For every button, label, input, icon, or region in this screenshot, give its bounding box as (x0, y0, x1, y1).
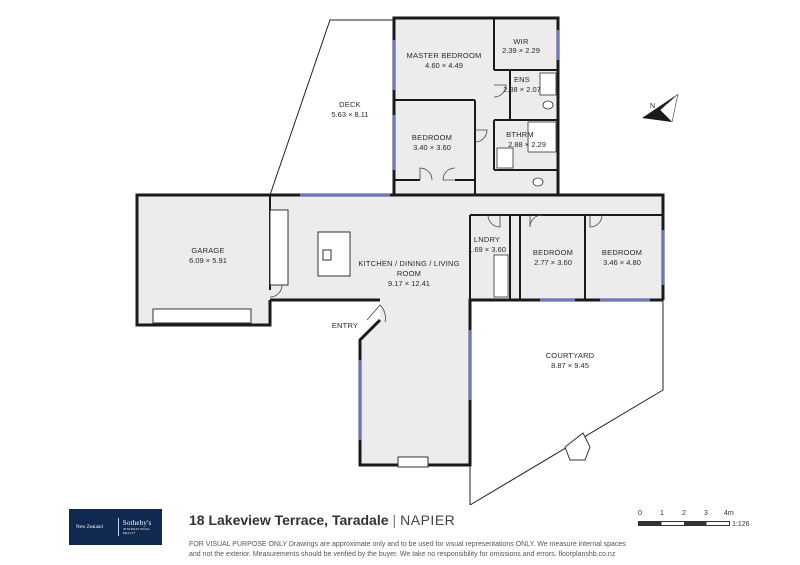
door-swing (589, 214, 603, 228)
door-swing (474, 129, 488, 143)
entry-door-swing (366, 304, 386, 323)
room-name: ENS (514, 75, 530, 84)
logo-divider (117, 518, 119, 536)
courtyard-feature (564, 432, 591, 461)
room-name-line: KITCHEN / DINING / LIVING (358, 259, 459, 268)
floor-plan: N MASTER BEDROOM 4.60 × 4.49 WIR 2.39 × … (135, 16, 679, 505)
door-swing (442, 167, 456, 181)
room-name: DECK (339, 100, 361, 109)
toilet (542, 100, 554, 110)
kitchen-bench (269, 209, 289, 286)
room-name: BEDROOM (602, 248, 642, 257)
sink (322, 249, 332, 261)
room-dims: 9.17 × 12.41 (388, 279, 430, 288)
north-label: N (650, 103, 655, 110)
address-suburb: NAPIER (400, 512, 456, 528)
room-name-line: ROOM (397, 269, 421, 278)
door-swing (493, 84, 507, 98)
room-dims: 2.88 × 2.29 (508, 140, 546, 149)
shower (539, 72, 557, 96)
fireplace (397, 456, 429, 468)
logo-tagline: INTERNATIONAL REALTY (122, 527, 151, 535)
windows (300, 30, 665, 440)
scale-tick: 1 (660, 510, 664, 517)
shower (496, 147, 514, 169)
garage-floor (137, 195, 270, 325)
main-house-floor (270, 195, 663, 465)
door-swing (419, 167, 433, 181)
room-dims: 2.77 × 3.60 (534, 258, 572, 267)
room-name: BEDROOM (412, 133, 452, 142)
scale-bar-graphic (638, 521, 730, 526)
scale-bar: 0 1 2 3 4m 1:126 (638, 510, 758, 536)
room-dims: 3.46 × 4.80 (603, 258, 641, 267)
north-arrow: N (642, 93, 679, 123)
room-dims: 2.39 × 2.29 (502, 46, 540, 55)
doors (269, 84, 603, 323)
scale-tick: 3 (704, 510, 708, 517)
door-swing (529, 214, 543, 228)
bedroom-wing-walls (392, 16, 560, 195)
disclaimer: FOR VISUAL PURPOSE ONLY Drawings are app… (189, 540, 769, 560)
room-name: COURTYARD (546, 351, 595, 360)
room-dims: 2.88 × 2.07 (503, 85, 541, 94)
address-divider: | (392, 512, 397, 528)
north-arrow-icon (659, 93, 679, 123)
room-dims: 3.40 × 3.60 (413, 143, 451, 152)
room-name: BTHRM (506, 130, 534, 139)
logo-region: New Zealand (76, 524, 103, 530)
bathroom-fittings (493, 72, 557, 298)
scale-ticks: 0 1 2 3 4m (638, 510, 758, 520)
disclaimer-line: FOR VISUAL PURPOSE ONLY Drawings are app… (189, 541, 626, 548)
garage-door (152, 308, 252, 324)
scale-ratio: 1:126 (732, 521, 750, 528)
room-name: BEDROOM (533, 248, 573, 257)
room-name: MASTER BEDROOM (407, 51, 482, 60)
deck-outline (269, 19, 394, 196)
entry-label: ENTRY (332, 321, 358, 330)
room-dims: 8.87 × 9.45 (551, 361, 589, 370)
property-address: 18 Lakeview Terrace, Taradale|NAPIER (189, 512, 455, 528)
door-swing (487, 214, 501, 228)
scale-tick: 4m (724, 510, 734, 517)
laundry-bench (493, 254, 509, 298)
room-dims: 5.63 × 8.11 (331, 110, 368, 119)
room-name: LNDRY (474, 235, 500, 244)
kitchen-fittings (269, 209, 429, 468)
room-name: GARAGE (191, 246, 224, 255)
bath (527, 121, 557, 153)
scale-tick: 2 (682, 510, 686, 517)
room-name: WIR (513, 37, 529, 46)
room-dims: 1.69 × 3.60 (468, 245, 506, 254)
scale-tick: 0 (638, 510, 642, 517)
room-labels: MASTER BEDROOM 4.60 × 4.49 WIR 2.39 × 2.… (189, 37, 642, 370)
room-dims: 6.09 × 5.91 (189, 256, 227, 265)
courtyard-outline (469, 299, 664, 505)
sothebys-logo: New Zealand Sotheby's INTERNATIONAL REAL… (69, 509, 162, 545)
address-street: 18 Lakeview Terrace, Taradale (189, 512, 389, 528)
logo-brand: Sotheby's INTERNATIONAL REALTY (123, 519, 162, 535)
disclaimer-line: and not the exterior. Measurements shoul… (189, 551, 616, 558)
garage-walls (135, 193, 272, 327)
logo-name: Sotheby's (122, 519, 152, 527)
room-dims: 4.60 × 4.49 (425, 61, 463, 70)
toilet (532, 177, 544, 187)
